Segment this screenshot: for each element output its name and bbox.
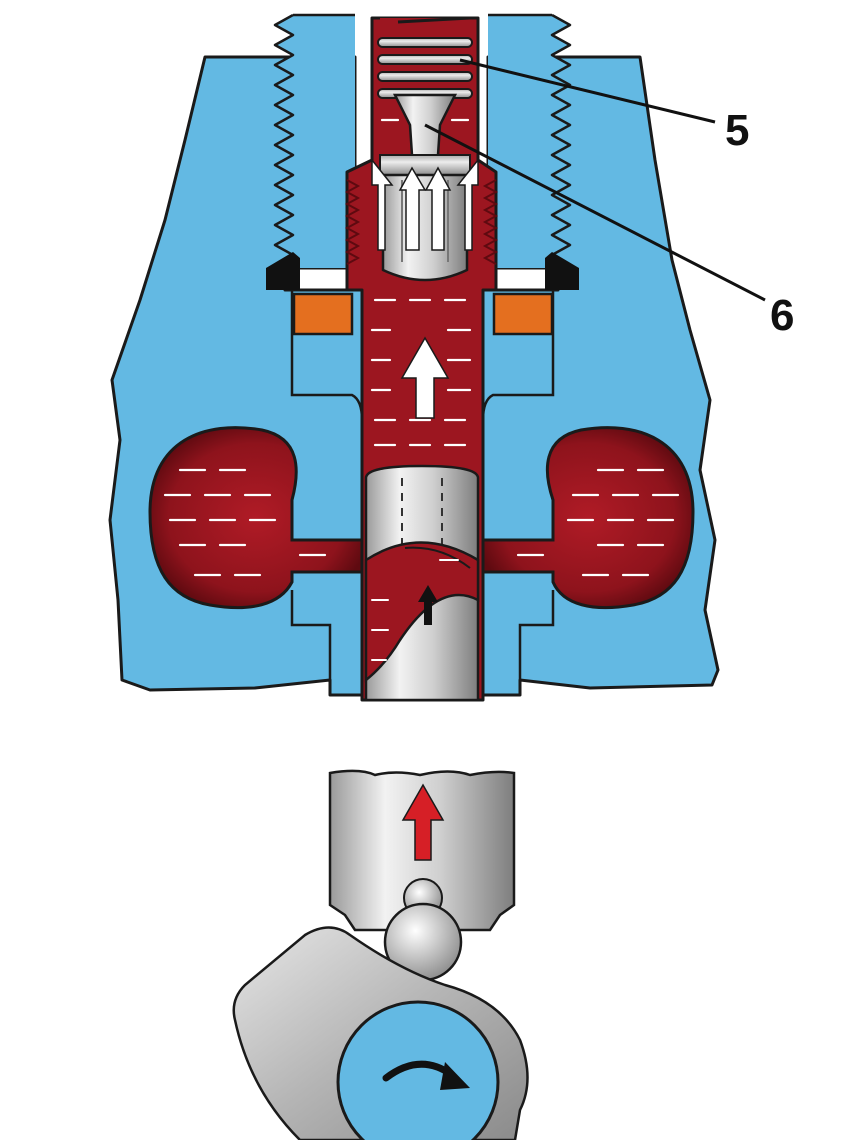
left-gasket — [292, 292, 354, 336]
right-seal-ring — [545, 252, 579, 290]
delivery-valve-spring — [377, 16, 473, 100]
left-thread-teeth — [273, 13, 295, 268]
camshaft-hub — [336, 1000, 500, 1140]
delivery-valve — [379, 93, 471, 282]
left-seal-ring — [266, 252, 300, 290]
right-thread-column — [488, 15, 552, 268]
helix-flow-arrow — [418, 585, 438, 625]
callout-5-label: 5 — [725, 106, 749, 155]
callout-6-label: 6 — [770, 291, 794, 340]
callout-5-leader — [459, 58, 716, 124]
fuel-flow-up-arrow — [400, 336, 450, 419]
pump-plunger — [364, 464, 480, 702]
right-gasket — [492, 292, 554, 336]
left-fuel-gallery — [148, 426, 364, 610]
right-fuel-gallery — [481, 426, 695, 610]
tappet-lift-arrow — [401, 783, 445, 861]
callout-6-leader — [424, 123, 766, 302]
camshaft-lobe — [232, 926, 529, 1140]
valve-flow-arrows — [371, 157, 479, 251]
left-thread-column — [293, 15, 355, 268]
right-thread-teeth — [550, 13, 572, 268]
